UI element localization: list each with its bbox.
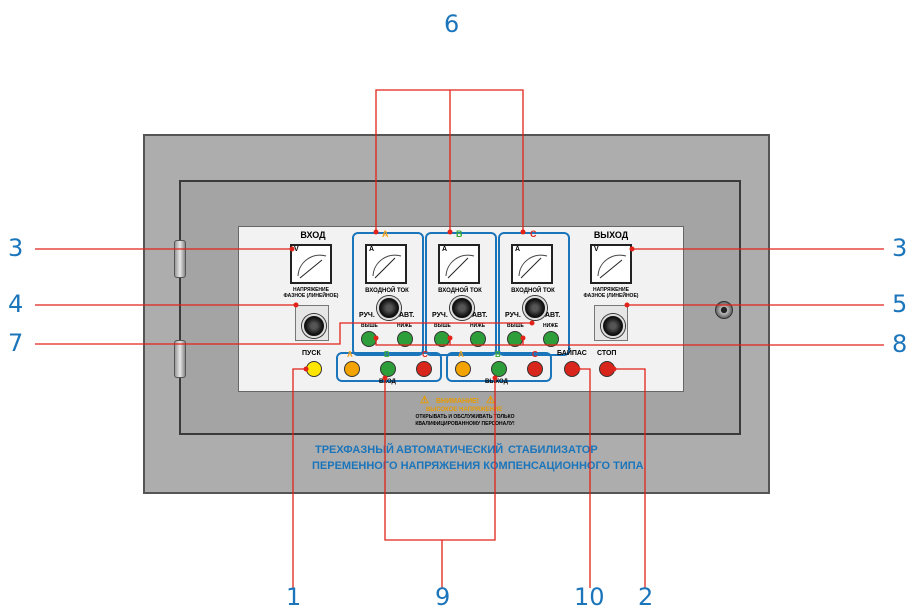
warning-text: ОТКРЫВАТЬ И ОБСЛУЖИВАТЬ ТОЛЬКО КВАЛИФИЦИ… [415,414,515,427]
phase-a-label: A [382,229,389,239]
ammeter-scale-icon [445,254,475,279]
phase-b-frame [425,232,497,356]
bypass-label: БАЙПАС [557,350,587,357]
callout-10: 10 [574,583,605,611]
footer-line-2: ПЕРЕМЕННОГО НАПРЯЖЕНИЯ КОМПЕНСАЦИОННОГО … [312,460,644,472]
output-group-label: ВЫХОД [485,379,508,385]
phase-b-higher-label: ВЫШЕ [434,323,451,329]
phase-a-frame [352,232,424,356]
phase-c-higher-label: ВЫШЕ [507,323,524,329]
output-c-label: C [532,350,538,359]
phase-a-lower-label: НИЖЕ [397,323,413,329]
callout-5: 5 [892,290,908,318]
warning-icon: ⚠ [420,395,429,406]
phase-c-current-label: ВХОДНОЙ ТОК [511,288,555,294]
phase-c-frame [498,232,570,356]
footer-word-2: АВТОМАТИЧЕСКИЙ [396,444,504,456]
output-title: ВЫХОД [593,230,629,240]
phase-b-ammeter: A [438,244,480,284]
phase-a-manual-label: РУЧ. [359,312,375,319]
phase-a-mode-switch[interactable] [377,296,401,320]
phase-c-manual-label: РУЧ. [505,312,521,319]
callout-4: 4 [8,290,24,318]
door-hinge-bottom [174,340,186,378]
output-indicator-frame [446,352,552,382]
warning-title: ВНИМАНИЕ! [436,398,480,405]
input-indicator-frame [336,352,442,382]
phase-b-auto-label: АВТ. [472,312,488,319]
phase-c-ammeter: A [511,244,553,284]
stop-label: СТОП [597,350,617,357]
callout-9: 9 [435,583,451,611]
output-a-lamp [455,361,471,377]
phase-c-lower-label: НИЖЕ [543,323,559,329]
output-voltage-caption: НАПРЯЖЕНИЕ ФАЗНОЕ (ЛИНЕЙНОЕ) [583,287,639,299]
meter-unit: V [294,246,299,253]
voltmeter-scale-icon [297,254,327,279]
warning-icon: ⚠ [486,395,495,406]
phase-a-auto-label: АВТ. [399,312,415,319]
phase-b-lower-button[interactable] [470,331,486,347]
phase-b-label: B [456,229,463,239]
selector-knob-icon [302,314,326,338]
phase-b-current-label: ВХОДНОЙ ТОК [438,288,482,294]
meter-unit: V [594,246,599,253]
callout-3-left: 3 [8,234,24,262]
callout-6: 6 [444,10,460,38]
phase-b-lower-label: НИЖЕ [470,323,486,329]
input-a-label: A [347,350,353,359]
phase-a-higher-label: ВЫШЕ [361,323,378,329]
callout-2: 2 [638,583,654,611]
phase-b-manual-label: РУЧ. [432,312,448,319]
warning-subtitle: ВЫСОКОЕ НАПРЯЖЕНИЕ [426,407,503,413]
phase-c-mode-switch[interactable] [523,296,547,320]
input-c-lamp [416,361,432,377]
footer-word-3: СТАБИЛИЗАТОР [508,444,598,456]
phase-b-mode-switch[interactable] [450,296,474,320]
voltmeter-scale-icon [597,254,627,279]
input-b-lamp [380,361,396,377]
meter-unit: A [369,246,375,253]
input-a-lamp [344,361,360,377]
input-group-label: ВХОД [379,379,396,385]
output-voltmeter: V [590,244,632,284]
meter-unit: A [442,246,448,253]
phase-c-lower-button[interactable] [543,331,559,347]
callout-8: 8 [892,330,908,358]
input-voltage-caption: НАПРЯЖЕНИЕ ФАЗНОЕ (ЛИНЕЙНОЕ) [283,287,339,299]
phase-c-auto-label: АВТ. [545,312,561,319]
input-title: ВХОД [300,230,326,240]
output-b-label: B [495,350,501,359]
start-label: ПУСК [302,350,321,357]
meter-unit: A [515,246,521,253]
input-voltage-selector[interactable] [295,305,329,341]
output-voltage-selector[interactable] [594,305,628,341]
input-b-label: B [384,350,390,359]
phase-a-lower-button[interactable] [397,331,413,347]
phase-a-ammeter: A [365,244,407,284]
selector-knob-icon [601,314,625,338]
ammeter-scale-icon [518,254,548,279]
phase-c-label: C [530,229,537,239]
callout-1: 1 [286,583,302,611]
ammeter-scale-icon [372,254,402,279]
input-c-label: C [422,350,428,359]
footer-word-1: ТРЕХФАЗНЫЙ [315,444,394,456]
output-b-lamp [491,361,507,377]
output-c-lamp [527,361,543,377]
callout-7: 7 [8,329,24,357]
phase-a-current-label: ВХОДНОЙ ТОК [365,288,409,294]
input-voltmeter: V [290,244,332,284]
callout-3-right: 3 [892,234,908,262]
output-a-label: A [458,350,464,359]
